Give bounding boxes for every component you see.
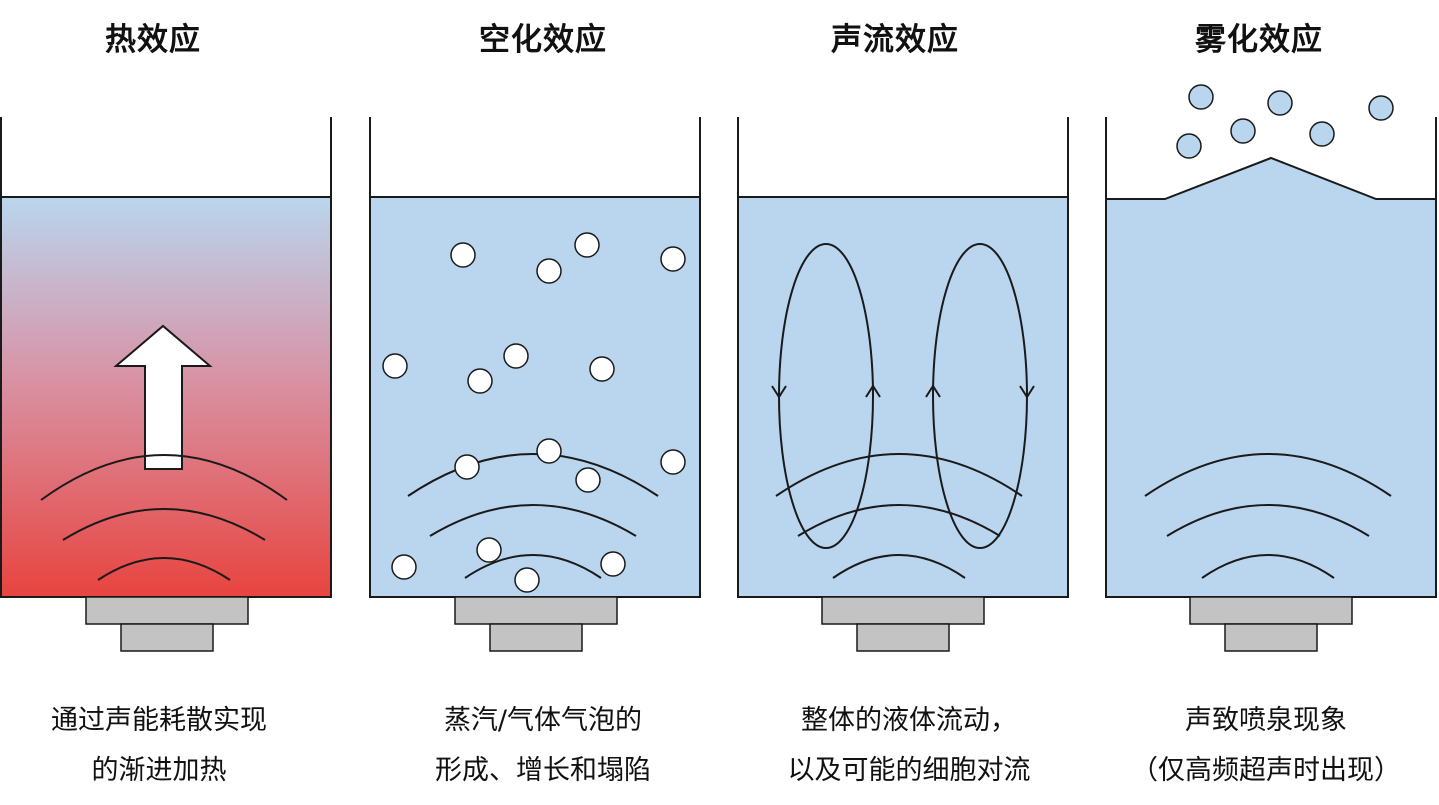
bubble-icon xyxy=(450,242,476,268)
bubble-icon xyxy=(600,551,626,577)
wave-arc-outer xyxy=(407,453,659,497)
ultrasonic-transducer xyxy=(821,596,985,652)
wave-arc-inner xyxy=(97,557,231,581)
liquid-surface-fountain xyxy=(1106,156,1436,200)
bubble-icon xyxy=(536,438,562,464)
bubble-icon xyxy=(391,554,417,580)
droplet-icon xyxy=(1267,90,1293,116)
liquid-with-fountain xyxy=(1106,158,1436,597)
arrow-up-icon xyxy=(865,384,881,398)
wave-arc-outer xyxy=(775,453,1023,497)
ultrasonic-transducer xyxy=(85,596,249,652)
caption-line: 整体的液体流动， xyxy=(801,705,1017,736)
wave-arc-middle xyxy=(1166,504,1370,537)
flow-arrowheads xyxy=(771,384,1035,399)
wave-arc-inner xyxy=(464,554,602,579)
panel-streaming xyxy=(737,117,1069,652)
title-streaming: 声流效应 xyxy=(831,22,959,58)
caption-line: （仅高频超声时出现） xyxy=(1131,755,1401,786)
bubbles xyxy=(382,232,686,593)
caption-cavitation: 蒸汽/气体气泡的 形成、增长和塌陷 xyxy=(363,696,723,796)
title-atomization: 雾化效应 xyxy=(1195,22,1323,58)
title-cavitation: 空化效应 xyxy=(479,22,607,58)
mist-droplets xyxy=(1176,84,1394,159)
caption-streaming: 整体的液体流动， 以及可能的细胞对流 xyxy=(729,696,1089,796)
bubble-icon xyxy=(467,368,493,394)
wave-arc-outer xyxy=(1144,453,1392,497)
wave-arc-inner xyxy=(832,554,966,579)
bubble-icon xyxy=(454,454,480,480)
wave-arc-outer xyxy=(40,454,288,501)
bubble-icon xyxy=(660,449,686,475)
droplet-icon xyxy=(1230,118,1256,144)
ultrasonic-transducer xyxy=(1189,596,1353,652)
droplet-icon xyxy=(1188,84,1214,110)
bubble-icon xyxy=(514,567,540,593)
caption-line: 通过声能耗散实现 xyxy=(51,705,267,736)
ultrasonic-transducer xyxy=(454,596,618,652)
arrow-down-icon xyxy=(1019,385,1035,399)
bubble-icon xyxy=(536,258,562,284)
droplet-icon xyxy=(1176,133,1202,159)
bubble-icon xyxy=(589,356,615,382)
up-arrow-icon xyxy=(113,324,213,470)
bubble-icon xyxy=(503,343,529,369)
caption-line: 声致喷泉现象 xyxy=(1185,705,1347,736)
bubble-icon xyxy=(660,246,686,272)
caption-line: 以及可能的细胞对流 xyxy=(787,755,1031,786)
liquid xyxy=(738,197,1068,597)
caption-atomization: 声致喷泉现象 （仅高频超声时出现） xyxy=(1086,696,1439,796)
title-thermal: 热效应 xyxy=(105,22,201,58)
wave-arc-inner xyxy=(1201,554,1335,579)
bubble-icon xyxy=(575,467,601,493)
panel-thermal xyxy=(0,117,332,652)
droplet-icon xyxy=(1368,95,1394,121)
caption-line: 形成、增长和塌陷 xyxy=(435,755,651,786)
bubble-icon xyxy=(382,353,408,379)
caption-line: 的渐进加热 xyxy=(91,755,227,786)
arrow-down-icon xyxy=(771,385,787,399)
wave-arc-middle xyxy=(429,504,637,537)
arrow-up-icon xyxy=(925,384,941,398)
panel-cavitation xyxy=(369,117,701,652)
bubble-icon xyxy=(574,232,600,258)
wave-arc-middle xyxy=(62,508,266,541)
caption-thermal: 通过声能耗散实现 的渐进加热 xyxy=(0,696,339,796)
liquid xyxy=(370,197,700,597)
bubble-icon xyxy=(476,537,502,563)
panel-atomization xyxy=(1105,84,1437,652)
wave-arc-middle xyxy=(797,504,1001,537)
droplet-icon xyxy=(1309,121,1335,147)
caption-line: 蒸汽/气体气泡的 xyxy=(443,705,643,736)
